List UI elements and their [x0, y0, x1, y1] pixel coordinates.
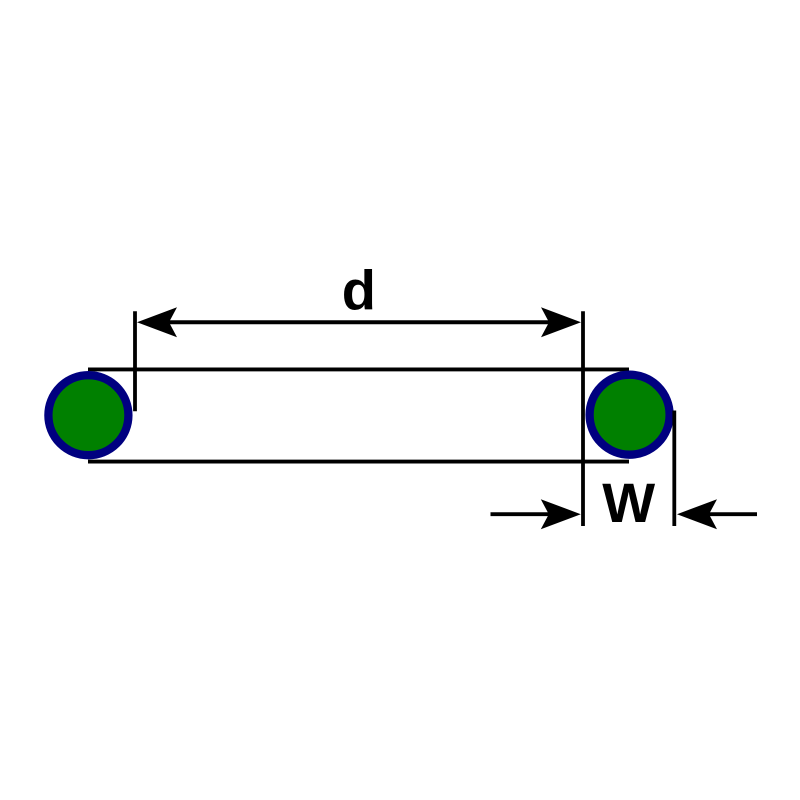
svg-text:W: W [602, 471, 655, 534]
svg-text:d: d [342, 259, 376, 322]
